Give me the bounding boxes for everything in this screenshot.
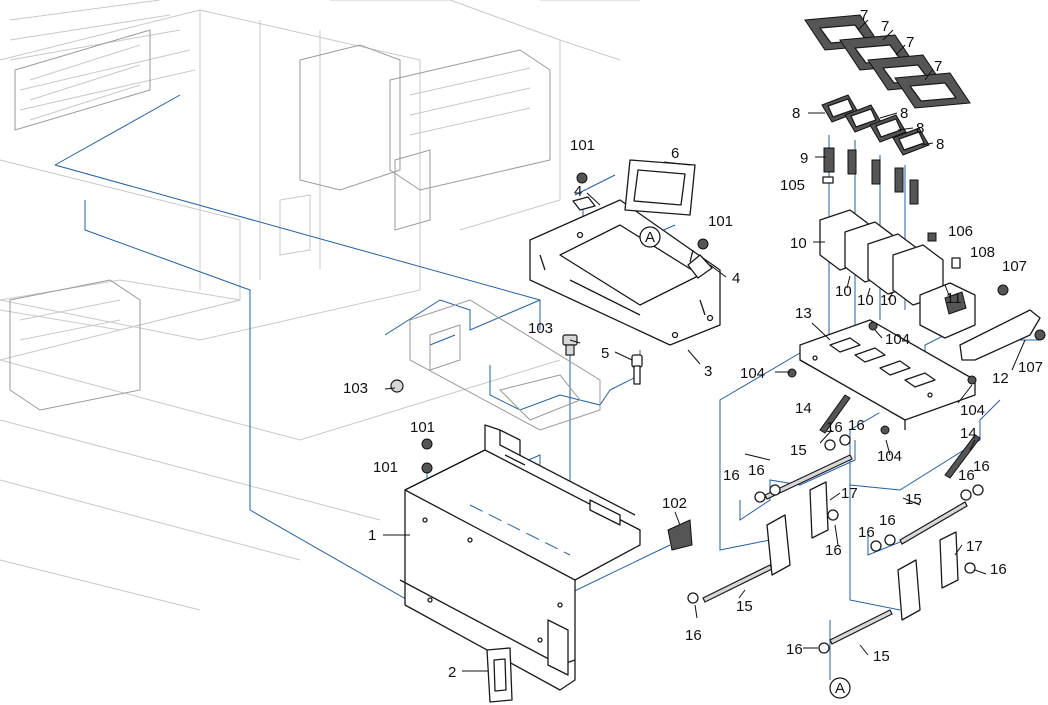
callout-labels: 1 2 3 4 4 5 6 7 7 7 7 8 8 8 8 9 10 10 10… <box>343 7 1043 681</box>
part-screw-101 <box>421 172 709 474</box>
callout: 15 <box>873 648 890 665</box>
part-small-hardware <box>787 176 1046 435</box>
part-holders-10 <box>819 209 944 306</box>
reference-mark-bottom: A <box>829 677 851 699</box>
callout: 16 <box>825 542 842 559</box>
callout: 17 <box>841 485 858 502</box>
callout: 8 <box>900 105 908 122</box>
reference-label-bottom: A <box>835 680 845 697</box>
callout: 3 <box>704 363 712 380</box>
callout: 16 <box>723 467 740 484</box>
callout: 6 <box>671 145 679 162</box>
callout: 104 <box>885 331 910 348</box>
part-springs-9 <box>823 147 919 205</box>
part-clip-102 <box>667 519 693 551</box>
callout: 15 <box>905 491 922 508</box>
callout: 101 <box>570 137 595 154</box>
callout: 8 <box>792 105 800 122</box>
callout: 103 <box>528 320 553 337</box>
callout: 16 <box>990 561 1007 578</box>
callout: 10 <box>790 235 807 252</box>
callout: 14 <box>795 400 812 417</box>
callout: 13 <box>795 305 812 322</box>
callout: 104 <box>960 402 985 419</box>
callout: 4 <box>574 183 582 200</box>
callout: 105 <box>780 177 805 194</box>
callout: 7 <box>881 18 889 35</box>
callout-leaders <box>383 19 1026 672</box>
callout: 103 <box>343 380 368 397</box>
part-base-bracket <box>399 424 641 691</box>
background-machine-frame <box>0 0 640 611</box>
callout: 10 <box>880 292 897 309</box>
callout: 4 <box>732 270 740 287</box>
callout: 16 <box>973 458 990 475</box>
callout: 7 <box>906 34 914 51</box>
callout: 102 <box>662 495 687 512</box>
callout: 15 <box>736 598 753 615</box>
part-gasket <box>624 159 696 216</box>
callout: 106 <box>948 223 973 240</box>
part-upper-bracket <box>529 199 721 346</box>
callout: 16 <box>858 524 875 541</box>
part-small-bracket-right <box>687 249 713 279</box>
callout: 16 <box>879 512 896 529</box>
callout: 16 <box>958 467 975 484</box>
callout: 16 <box>786 641 803 658</box>
part-washers-16 <box>687 434 984 654</box>
callout: 10 <box>835 283 852 300</box>
part-screw-5 <box>631 354 643 385</box>
part-handles-8 <box>821 94 930 156</box>
callout: 101 <box>373 459 398 476</box>
reference-label-top: A <box>645 229 655 246</box>
part-tension-springs-14 <box>819 394 981 479</box>
callout: 10 <box>857 292 874 309</box>
callout: 107 <box>1002 258 1027 275</box>
callout: 101 <box>410 419 435 436</box>
callout: 11 <box>946 290 962 307</box>
callout: 5 <box>601 345 609 362</box>
callout: 16 <box>826 419 843 436</box>
callout: 16 <box>748 462 765 479</box>
callout: 12 <box>992 370 1009 387</box>
callout: 17 <box>966 538 983 555</box>
callout: 8 <box>916 120 924 137</box>
callout: 7 <box>860 7 868 24</box>
callout: 1 <box>368 527 376 544</box>
callout: 15 <box>790 442 807 459</box>
callout: 108 <box>970 244 995 261</box>
part-mounting-plate-13 <box>799 319 976 430</box>
callout: 107 <box>1018 359 1043 376</box>
part-small-bracket-left <box>572 196 596 211</box>
part-lever-12 <box>959 309 1041 361</box>
part-lower-frame <box>409 299 601 431</box>
callout: 104 <box>740 365 765 382</box>
part-grommet <box>486 647 513 703</box>
callout: 9 <box>800 150 808 167</box>
part-link-plates-17 <box>766 481 959 621</box>
callout: 8 <box>936 136 944 153</box>
part-shafts-15 <box>702 454 968 645</box>
callout: 16 <box>848 417 865 434</box>
callout: 2 <box>448 664 456 681</box>
callout: 104 <box>877 448 902 465</box>
part-covers-7 <box>804 14 971 109</box>
callout: 14 <box>960 425 977 442</box>
part-block-11 <box>919 282 976 339</box>
reference-mark-top: A <box>639 226 661 248</box>
callout: 101 <box>708 213 733 230</box>
callout: 7 <box>934 58 942 75</box>
callout: 16 <box>685 627 702 644</box>
